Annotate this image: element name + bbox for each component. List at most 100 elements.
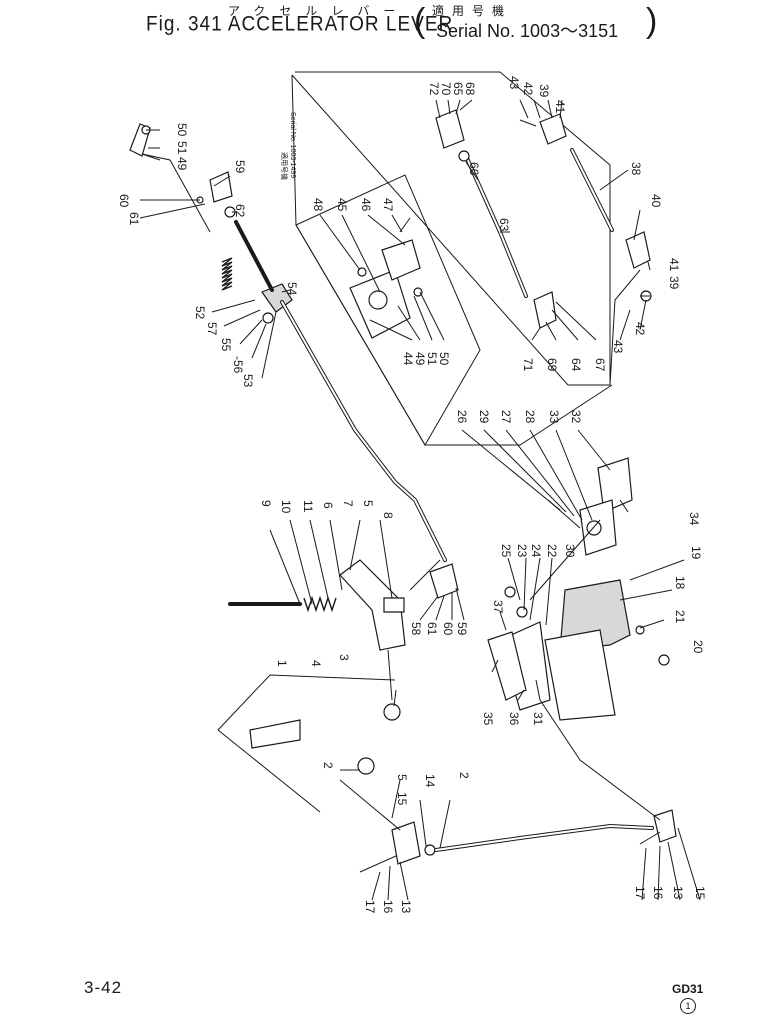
serial-paren-open: (	[414, 2, 426, 40]
leader-to-clevis	[339, 779, 401, 831]
callout-19: 19	[689, 546, 703, 560]
lever-46	[381, 239, 421, 281]
pedal-spring-11	[303, 595, 337, 613]
callout-72: 72	[427, 82, 441, 96]
inset-variant-frame: 適用号機 Serial No. 1003-1499	[280, 71, 613, 446]
callout-43: 43	[507, 76, 521, 90]
callout-38: 38	[629, 162, 643, 176]
callout-48: 48	[311, 198, 325, 212]
callout-42: 42	[521, 82, 535, 96]
arm-47	[399, 217, 411, 233]
callout-16: 16	[381, 900, 395, 914]
callout-66: 66	[467, 162, 481, 176]
callout-2-lower: 2	[457, 772, 471, 779]
pedal-outline-b	[217, 729, 321, 813]
callout-70: 70	[439, 82, 453, 96]
linkage-line-right	[609, 269, 641, 386]
clevis-link	[409, 559, 441, 591]
callout-62: 62	[233, 204, 247, 218]
callout-51-inset: 51	[425, 352, 439, 366]
callout-13-right: 13	[671, 886, 685, 900]
callout-43-right: 43	[611, 340, 625, 354]
callout-27: 27	[499, 410, 513, 424]
long-rod-2	[434, 823, 654, 852]
callout-22: 22	[545, 544, 559, 558]
callout-20: 20	[691, 640, 705, 654]
inset-serial-note: Serial No. 1003-1499	[289, 112, 296, 178]
callout-18: 18	[673, 576, 687, 590]
callout-17-right: 17	[633, 886, 647, 900]
callout-29: 29	[477, 410, 491, 424]
callout-2: 2	[321, 762, 335, 769]
shaft-30	[529, 519, 601, 601]
clevis-59	[429, 563, 459, 599]
callout-50-inset: 50	[437, 352, 451, 366]
clevis-40	[625, 231, 651, 269]
callout-56: -56	[231, 356, 245, 374]
callout-41: 41	[553, 100, 567, 114]
callout-16-right: 16	[651, 886, 665, 900]
nut-66	[458, 150, 470, 162]
clevis-13a	[391, 821, 421, 865]
upper-left-linkage	[129, 123, 447, 562]
pedal-outline-a	[217, 674, 396, 731]
callout-60-pedal: 60	[441, 622, 455, 636]
callout-5: 5	[361, 500, 375, 507]
leader-to-rod-end	[539, 699, 661, 821]
callout-31: 31	[531, 712, 545, 726]
center-lever-assembly	[487, 457, 670, 721]
callout-61-pedal: 61	[425, 622, 439, 636]
inset-parts	[349, 109, 557, 339]
callout-33: 33	[547, 410, 561, 424]
callout-4: 4	[309, 660, 323, 667]
pedal-assembly	[217, 559, 459, 813]
callout-34: 34	[687, 512, 701, 526]
clevis-13b	[653, 809, 677, 843]
model-code: GD31	[672, 982, 704, 996]
part-callouts: 50 51 49 60 61 59 62 52 57 55 -56 53 54 …	[117, 76, 707, 914]
callout-35: 35	[481, 712, 495, 726]
nut-55	[262, 312, 274, 324]
clevis-65	[435, 109, 465, 149]
figure-title-block: アクセルレバー 適用号機 Fig. 341 ACCELERATOR LEVER …	[0, 0, 758, 48]
callout-60: 60	[117, 194, 131, 208]
callout-30: 30	[563, 544, 577, 558]
callout-11: 11	[301, 500, 315, 513]
callout-17: 17	[363, 900, 377, 914]
page-number: 3-42	[84, 978, 123, 997]
pedal-pad-1	[249, 719, 301, 749]
callout-26: 26	[455, 410, 469, 424]
callout-49-inset: 49	[413, 352, 427, 366]
bracket-59	[209, 171, 233, 203]
callout-52: 52	[193, 306, 207, 320]
title-kana-applicability: 適用号機	[432, 4, 513, 18]
revision-mark: 1	[680, 998, 696, 1014]
callout-8: 8	[381, 512, 395, 519]
callout-59-pedal: 59	[455, 622, 469, 636]
mount-plate-18	[544, 629, 616, 721]
callout-42-right: 42	[633, 322, 647, 336]
upper-right-linkage	[519, 113, 652, 386]
callout-64: 64	[569, 358, 583, 372]
callout-36: 36	[507, 712, 521, 726]
callout-15-right: 15	[693, 886, 707, 900]
callout-5-lower: 5	[395, 774, 409, 781]
clevis-67	[533, 291, 557, 329]
lever-35	[487, 631, 527, 701]
pin-17b	[639, 831, 661, 845]
bottom-linkage	[339, 699, 677, 873]
pin-17a	[359, 855, 397, 873]
callout-37: 37	[491, 600, 505, 614]
callout-39-right: 39	[667, 276, 681, 290]
callout-58: 58	[409, 622, 423, 636]
serial-paren-close: )	[646, 2, 658, 40]
callout-46: 46	[359, 198, 373, 212]
callout-53: 53	[241, 374, 255, 388]
callout-7: 7	[341, 500, 355, 507]
callout-45: 45	[335, 198, 349, 212]
callout-1: 1	[275, 660, 289, 667]
pedal-lever-5	[339, 559, 406, 651]
callout-59: 59	[233, 160, 247, 174]
pin-43	[519, 119, 537, 127]
